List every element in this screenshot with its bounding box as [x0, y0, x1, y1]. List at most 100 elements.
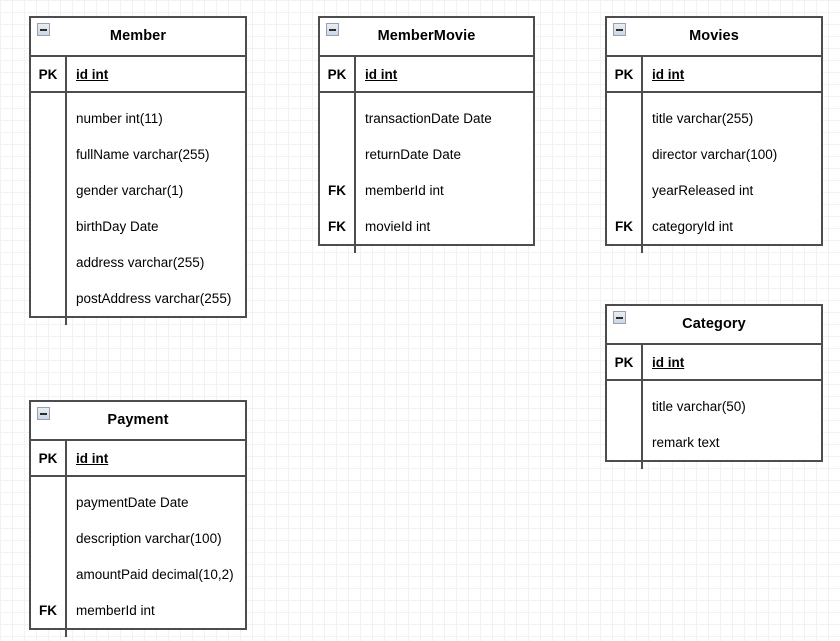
- collapse-minus-icon[interactable]: [37, 407, 50, 420]
- entity-row-attribute[interactable]: returnDate Date: [320, 136, 533, 172]
- collapse-minus-icon[interactable]: [613, 23, 626, 36]
- entity-row-attribute[interactable]: director varchar(100): [607, 136, 821, 172]
- row-spacer-bottom: [31, 316, 245, 325]
- row-spacer-bottom: [320, 244, 533, 253]
- entity-body-movies: PK id int title varchar(255) director va…: [607, 57, 821, 253]
- row-attribute-name: memberId int: [76, 602, 155, 618]
- entity-row-pk[interactable]: PK id int: [31, 57, 245, 93]
- row-attribute-name: id int: [76, 66, 109, 82]
- entity-row-attribute[interactable]: gender varchar(1): [31, 172, 245, 208]
- row-attribute-name: yearReleased int: [652, 182, 754, 198]
- entity-row-attribute[interactable]: postAddress varchar(255): [31, 280, 245, 316]
- row-key-marker: [31, 280, 67, 316]
- row-attribute-name: [356, 93, 533, 100]
- entity-row-attribute[interactable]: FK categoryId int: [607, 208, 821, 244]
- entity-title: Movies: [689, 28, 739, 45]
- row-key-marker: FK: [31, 592, 67, 628]
- entity-row-attribute[interactable]: title varchar(255): [607, 100, 821, 136]
- entity-row-attribute[interactable]: number int(11): [31, 100, 245, 136]
- row-attribute-name: [67, 93, 245, 100]
- entity-row-attribute[interactable]: description varchar(100): [31, 520, 245, 556]
- collapse-minus-icon[interactable]: [37, 23, 50, 36]
- entity-row-pk[interactable]: PK id int: [607, 345, 821, 381]
- row-key-marker: [31, 520, 67, 556]
- entity-title: Payment: [107, 412, 169, 429]
- row-attribute-name: title varchar(255): [652, 110, 754, 126]
- row-attribute-name: [643, 93, 821, 100]
- row-attribute-name: id int: [652, 66, 685, 82]
- row-attribute-name: [643, 244, 821, 253]
- entity-row-attribute[interactable]: remark text: [607, 424, 821, 460]
- row-attribute-name: id int: [365, 66, 398, 82]
- row-key-marker: FK: [320, 172, 356, 208]
- row-key-marker: [31, 556, 67, 592]
- collapse-minus-icon[interactable]: [326, 23, 339, 36]
- row-key-marker: FK: [607, 208, 643, 244]
- row-attribute-name: fullName varchar(255): [76, 146, 210, 162]
- entity-row-attribute[interactable]: transactionDate Date: [320, 100, 533, 136]
- entity-row-attribute[interactable]: birthDay Date: [31, 208, 245, 244]
- entity-member[interactable]: Member PK id int number int(11) fullName…: [29, 16, 247, 325]
- row-attribute-name: amountPaid decimal(10,2): [76, 566, 234, 582]
- row-attribute-name: [356, 244, 533, 253]
- entity-row-pk[interactable]: PK id int: [320, 57, 533, 93]
- entity-row-attribute[interactable]: FK memberId int: [31, 592, 245, 628]
- entity-row-attribute[interactable]: FK memberId int: [320, 172, 533, 208]
- row-attribute-name: movieId int: [365, 218, 431, 234]
- row-spacer-top: [31, 93, 245, 100]
- entity-membermovie[interactable]: MemberMovie PK id int transactionDate Da…: [318, 16, 535, 253]
- row-key-marker: [320, 100, 356, 136]
- row-key-marker: [31, 172, 67, 208]
- row-key-marker: [607, 381, 643, 388]
- entity-header-membermovie[interactable]: MemberMovie: [320, 18, 533, 57]
- entity-movies[interactable]: Movies PK id int title varchar(255) dire…: [605, 16, 823, 253]
- row-key-marker: [607, 244, 643, 253]
- row-key-marker: FK: [320, 208, 356, 244]
- row-key-marker: [31, 208, 67, 244]
- row-spacer-bottom: [607, 244, 821, 253]
- entity-body-member: PK id int number int(11) fullName varcha…: [31, 57, 245, 325]
- entity-row-attribute[interactable]: address varchar(255): [31, 244, 245, 280]
- entity-row-attribute[interactable]: fullName varchar(255): [31, 136, 245, 172]
- entity-row-pk[interactable]: PK id int: [607, 57, 821, 93]
- entity-header-payment[interactable]: Payment: [31, 402, 245, 441]
- entity-row-attribute[interactable]: amountPaid decimal(10,2): [31, 556, 245, 592]
- row-key-marker: [320, 93, 356, 100]
- entity-row-attribute[interactable]: paymentDate Date: [31, 484, 245, 520]
- entity-header-movies[interactable]: Movies: [607, 18, 821, 57]
- row-spacer-top: [320, 93, 533, 100]
- row-key-marker: PK: [320, 57, 356, 91]
- entity-row-attribute[interactable]: title varchar(50): [607, 388, 821, 424]
- entity-category[interactable]: Category PK id int title varchar(50) rem…: [605, 304, 823, 469]
- row-key-marker: [320, 136, 356, 172]
- row-attribute-name: categoryId int: [652, 218, 734, 234]
- row-key-marker: [31, 244, 67, 280]
- entity-header-member[interactable]: Member: [31, 18, 245, 57]
- row-key-marker: [31, 484, 67, 520]
- row-spacer-top: [607, 381, 821, 388]
- row-attribute-name: paymentDate Date: [76, 494, 189, 510]
- row-key-marker: [607, 100, 643, 136]
- entity-row-pk[interactable]: PK id int: [31, 441, 245, 477]
- row-attribute-name: director varchar(100): [652, 146, 778, 162]
- entity-row-attribute[interactable]: FK movieId int: [320, 208, 533, 244]
- row-spacer-top: [607, 93, 821, 100]
- row-attribute-name: [67, 316, 245, 325]
- entity-row-attribute[interactable]: yearReleased int: [607, 172, 821, 208]
- row-attribute-name: [67, 628, 245, 637]
- entity-header-category[interactable]: Category: [607, 306, 821, 345]
- row-key-marker: PK: [607, 57, 643, 91]
- row-key-marker: PK: [607, 345, 643, 379]
- entity-payment[interactable]: Payment PK id int paymentDate Date descr…: [29, 400, 247, 637]
- collapse-minus-icon[interactable]: [613, 311, 626, 324]
- row-key-marker: [31, 477, 67, 484]
- row-attribute-name: transactionDate Date: [365, 110, 492, 126]
- row-attribute-name: [643, 381, 821, 388]
- row-attribute-name: id int: [76, 450, 109, 466]
- row-key-marker: [607, 460, 643, 469]
- entity-body-payment: PK id int paymentDate Date description v…: [31, 441, 245, 637]
- row-attribute-name: [67, 477, 245, 484]
- row-key-marker: [607, 424, 643, 460]
- row-attribute-name: number int(11): [76, 110, 163, 126]
